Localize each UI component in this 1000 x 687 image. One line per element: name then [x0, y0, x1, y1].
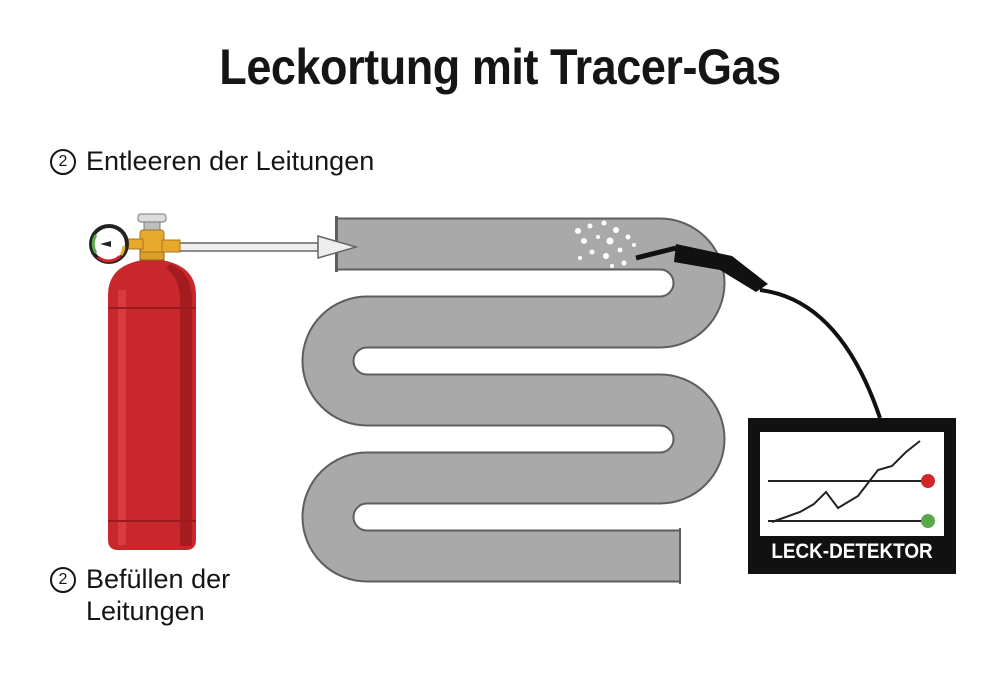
flow-arrow-icon [177, 235, 359, 259]
pressure-gauge-icon [89, 224, 129, 264]
step-number: 2 [50, 149, 76, 175]
gas-cylinder-icon [108, 249, 196, 550]
sniffer-probe-icon [635, 244, 882, 419]
ok-indicator-green [921, 514, 935, 528]
leak-detector-icon [748, 418, 956, 574]
step-fill-lines: 2 Befüllen der Leitungen [50, 563, 270, 627]
step-number: 2 [50, 567, 76, 593]
pipe-loop [301, 216, 726, 584]
diagram-title: Leckortung mit Tracer-Gas [219, 39, 781, 95]
step-label: Befüllen der Leitungen [86, 564, 231, 626]
cylinder-valve-icon [124, 213, 181, 253]
step-empty-lines: 2 Entleeren der Leitungen [50, 145, 374, 177]
leak-bubbles-icon [575, 220, 636, 268]
detector-label: LECK-DETEKTOR [771, 540, 933, 563]
alarm-indicator-red [921, 474, 935, 488]
step-label: Entleeren der Leitungen [86, 146, 375, 176]
